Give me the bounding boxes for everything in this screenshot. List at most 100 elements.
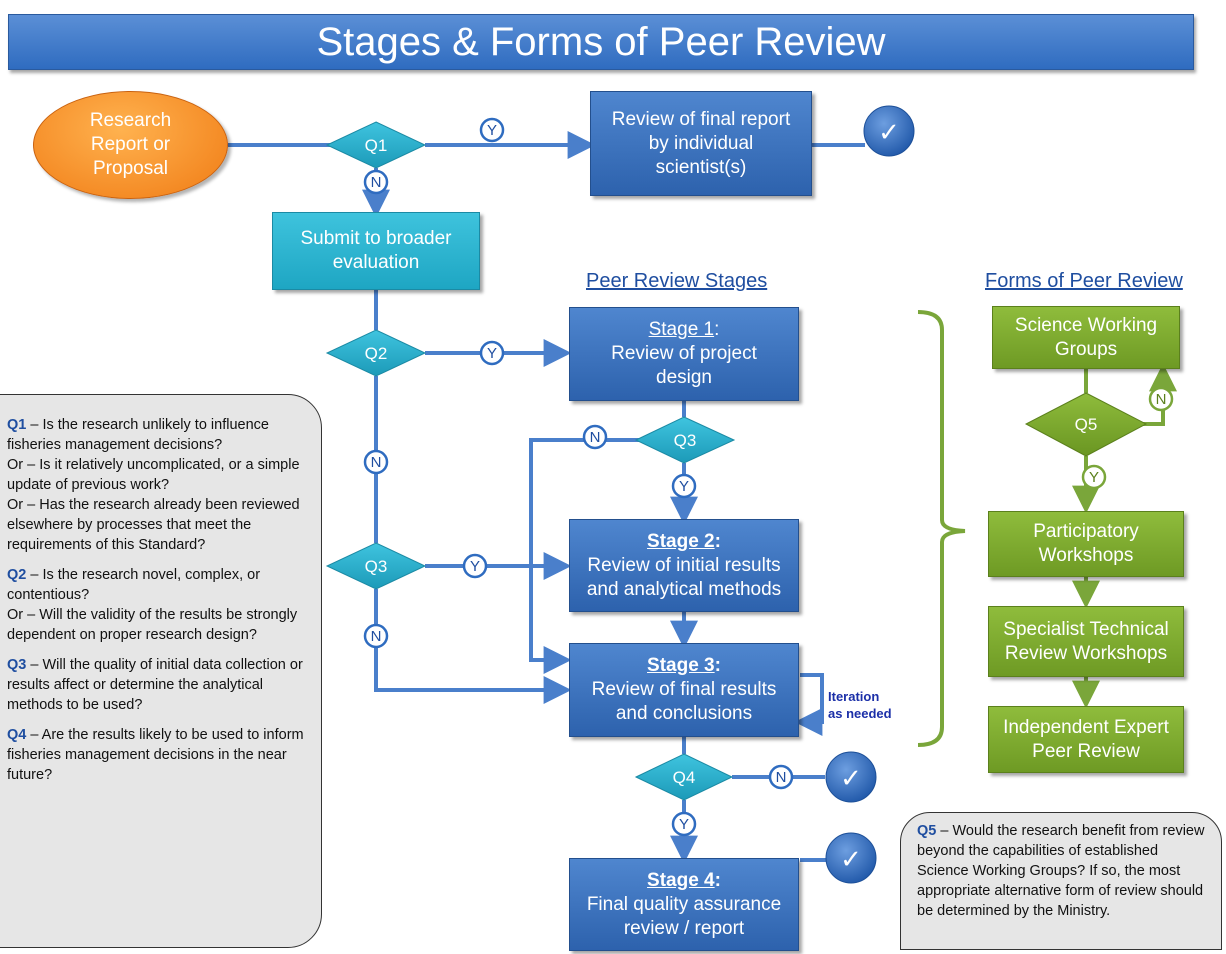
check-icon-glyph: ✓ [840,845,862,875]
check-icon-glyph: ✓ [878,118,900,148]
decision-q2-label: Q2 [365,344,388,363]
start-node-line: Research [89,110,172,131]
iteration-line: as needed [828,706,892,721]
answer-no-badge: N [363,449,389,475]
form-participatory-workshops: Participatory Workshops [988,511,1184,577]
submit-broader-box: Submit to broader evaluation [272,212,480,290]
answer-no-badge: N [363,623,389,649]
stage-3-label: Stage 3 [647,655,715,676]
q5-note-id: Q5 [917,823,937,839]
iteration-line: Iteration [828,689,880,704]
decision-q1-label: Q1 [365,136,388,155]
stage-4-line: Final quality assurance [586,893,782,915]
question-q1: Q1 – Is the research unlikely to influen… [7,415,307,555]
question-q4: Q4 – Are the results likely to be used t… [7,725,307,785]
decision-q3-left-label: Q3 [365,557,388,576]
decision-q5: Q5 [1024,392,1148,457]
forms-of-peer-review-heading: Forms of Peer Review [985,270,1183,292]
review-individual-line: Review of final report [611,108,791,130]
question-q3: Q3 – Will the quality of initial data co… [7,655,307,715]
answer-yes-badge: Y [462,553,488,579]
form-line: Specialist Technical [1003,618,1169,640]
connector-iteration-loop [794,673,824,736]
answer-no-text: N [590,429,601,446]
review-individual-line: scientist(s) [655,156,747,178]
answer-no-text: N [371,628,382,645]
stages-forms-brace [917,310,966,747]
stage-3-line: and conclusions [615,703,753,724]
stage-2-box: Stage 2: Review of initial results and a… [569,519,799,612]
iteration-note: Iteration as needed [828,688,892,722]
start-node-line: Report or [90,134,171,155]
decision-q4: Q4 [634,753,734,801]
answer-yes-text: Y [1089,469,1099,486]
decision-q5-label: Q5 [1075,415,1098,434]
question-q2-line: – Is the research novel, complex, or con… [7,567,261,603]
form-line: Independent Expert [1003,716,1169,738]
decision-q4-label: Q4 [673,768,696,787]
stage-4-box: Stage 4: Final quality assurance review … [569,858,799,951]
answer-yes-badge: Y [1081,464,1107,490]
answer-no-text: N [1156,391,1167,408]
connector-q3-no [374,589,572,704]
review-individual-line: by individual [648,132,754,154]
answer-yes-text: Y [679,816,689,833]
stage-1-box: Stage 1: Review of project design [569,307,799,401]
question-q2: Q2 – Is the research novel, complex, or … [7,565,307,645]
answer-yes-text: Y [487,345,497,362]
stage-3-colon: : [714,655,721,676]
stage-4-label: Stage 4 [647,869,715,891]
question-q1-line: Or – Is it relatively uncomplicated, or … [7,457,300,493]
check-icon: ✓ [863,105,915,157]
question-q3-id: Q3 [7,657,27,673]
answer-no-badge: N [363,169,389,195]
q5-note-panel: Q5 – Would the research benefit from rev… [900,812,1222,950]
form-line: Review Workshops [1004,642,1168,664]
answer-no-badge: N [1148,386,1174,412]
form-line: Workshops [1038,545,1134,566]
answer-no-text: N [371,174,382,191]
question-q4-id: Q4 [7,727,27,743]
answer-no-text: N [776,769,787,786]
stage-1-line: design [656,367,712,388]
questions-legend-panel: Q1 – Is the research unlikely to influen… [0,394,322,948]
review-individual-box: Review of final report by individual sci… [590,91,812,196]
stage-1-colon: : [714,319,720,340]
stage-1-label: Stage 1 [648,319,715,340]
start-node-research-report: Research Report or Proposal [33,91,228,199]
check-icon-glyph: ✓ [840,764,862,794]
stage-2-line: and analytical methods [586,578,782,600]
form-science-working-groups: Science Working Groups [992,306,1180,369]
answer-yes-badge: Y [479,117,505,143]
question-q1-line: – Is the research unlikely to influence … [7,417,269,453]
question-q4-line: – Are the results likely to be used to i… [7,727,304,783]
answer-yes-badge: Y [479,340,505,366]
q5-note-text: – Would the research benefit from review… [917,823,1205,919]
answer-no-badge: N [582,424,608,450]
form-specialist-technical: Specialist Technical Review Workshops [988,606,1184,677]
stage-1-line: Review of project [611,343,757,364]
decision-q2: Q2 [325,329,427,377]
answer-yes-text: Y [470,558,480,575]
submit-broader-line: Submit to broader [300,228,452,249]
peer-review-stages-heading: Peer Review Stages [586,270,768,292]
start-node-line: Proposal [93,158,168,179]
stage-3-line: Review of final results [591,679,777,700]
form-line: Science Working [1014,314,1158,336]
decision-q3-stage: Q3 [634,416,736,464]
question-q3-line: – Will the quality of initial data colle… [7,657,303,713]
check-icon: ✓ [825,832,877,884]
question-q2-id: Q2 [7,567,27,583]
decision-q3-left: Q3 [325,542,427,590]
question-q1-id: Q1 [7,417,27,433]
stage-4-line: review / report [623,917,745,939]
question-q2-line: Or – Will the validity of the results be… [7,607,298,643]
decision-q1: Q1 [325,121,427,169]
submit-broader-line: evaluation [332,252,420,273]
decision-q3-stage-label: Q3 [674,431,697,450]
form-line: Peer Review [1032,740,1140,762]
stage-2-label: Stage 2 [647,530,715,552]
answer-yes-badge: Y [671,473,697,499]
stage-4-colon: : [714,869,721,891]
